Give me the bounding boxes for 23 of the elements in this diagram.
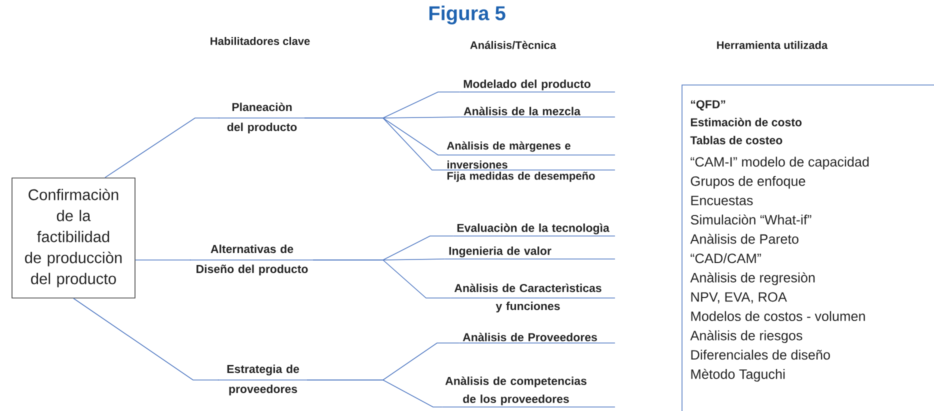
column-heading: Herramienta utilizada [717, 40, 828, 50]
technique-label: Anàlisis de Caracterìsticas y funciones [450, 284, 616, 312]
tools-panel: “QFD” Estimaciòn de costo Tablas de costeo “CAM-I” modelo de capacidad Grupos de enfoque Encuestas Simulaciòn “What-if” Anàlisis de Pareto “CAD/CAM” Anàlisis de regresiòn NPV, EVA, ROA Modelos de costos - volumen Anàlisis de riesgos Diferenciales de diseño Mètodo Taguchi [682, 84, 934, 411]
connector-line [73, 298, 220, 380]
column-heading: Análisis/Tècnica [470, 40, 556, 50]
technique-label: Fija medidas de desempeño [444, 170, 616, 182]
technique-label: Anàlisis de Proveedores [458, 332, 616, 344]
branch-label: Planeaciòn del producto [218, 102, 306, 134]
technique-label: Modelado del producto [459, 80, 616, 92]
root-box: Confirmaciòn de la factibilidad de producciòn del producto [12, 178, 136, 298]
connector-line [312, 260, 452, 298]
branch-label: Alternativas de Diseño del producto [190, 244, 314, 276]
technique-label: Evaluaciòn de la tecnologìa [452, 223, 616, 236]
technique-label: Anàlisis de màrgenes e inversiones [444, 141, 616, 169]
connector-line [104, 118, 220, 178]
technique-label: Ingenieria de valor [444, 246, 616, 260]
technique-label: Anàlisis de la mezcla [460, 106, 616, 118]
branch-label: Estrategia de proveedores [218, 364, 308, 396]
figure-title: Figura 5 [429, 6, 506, 24]
technique-label: Anàlisis de competencias de los proveedores [442, 376, 616, 408]
column-heading: Habilitadores clave [210, 36, 310, 46]
connector-line [304, 118, 446, 170]
connector-line [306, 380, 443, 408]
